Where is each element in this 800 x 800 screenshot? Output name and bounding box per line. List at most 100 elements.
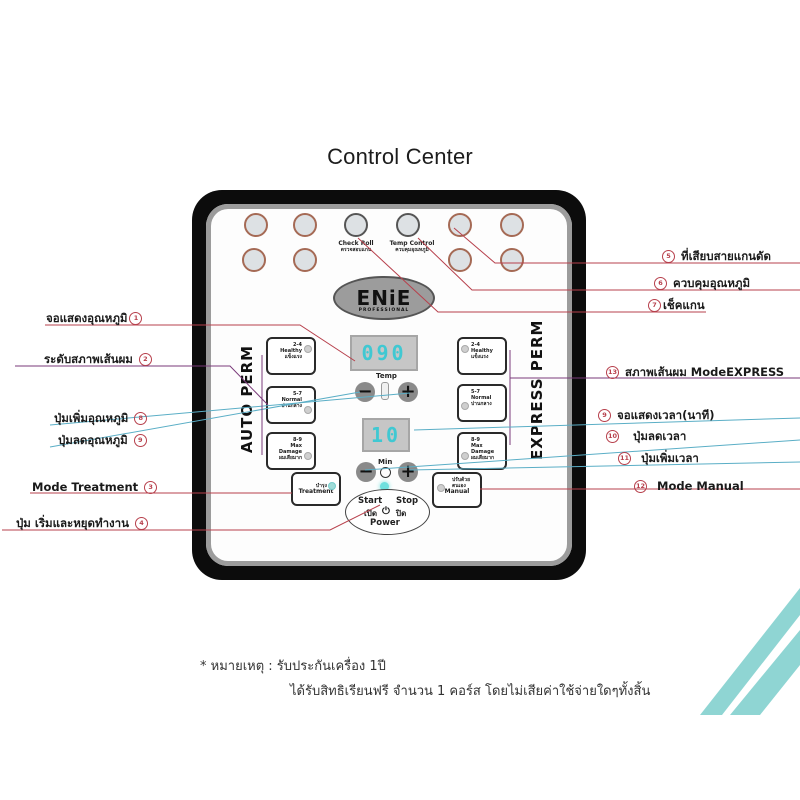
treatment-label-en: Treatment <box>298 488 334 495</box>
brand-name: ENiE <box>356 286 412 310</box>
indicator-led <box>304 406 312 414</box>
callout-number: 10 <box>606 430 619 443</box>
manual-button[interactable]: ปรับด้วย ตนเอง Manual <box>432 472 482 508</box>
check-roll-label-en: Check Roll <box>338 240 374 247</box>
callout-number: 1 <box>129 312 143 325</box>
temp-increase-button[interactable]: + <box>398 382 418 402</box>
callout-text: ปุ่ม เริ่มและหยุดทำงาน <box>16 516 129 530</box>
mode-name-th: แข็งแรง <box>471 354 489 360</box>
roller-port[interactable] <box>448 213 472 237</box>
callout-start-stop: ปุ่ม เริ่มและหยุดทำงาน 4 <box>16 515 150 533</box>
temp-display: 090 <box>350 335 418 371</box>
callout-number: 9 <box>133 434 147 447</box>
temp-label: Temp <box>376 372 397 380</box>
callout-text: ปุ่มเพิ่มเวลา <box>641 451 699 465</box>
mode-range: 5-7 <box>471 389 481 395</box>
check-roll-label: Check Roll ตรวจสอบแกน <box>330 240 382 254</box>
callout-number: 2 <box>138 353 152 366</box>
auto-perm-title: AUTO PERM <box>238 344 256 454</box>
express-mode-normal[interactable]: 5-7 Normal ปานกลาง <box>457 384 507 422</box>
time-decrease-button[interactable]: − <box>356 462 376 482</box>
roller-port[interactable] <box>242 248 266 272</box>
callout-text: สภาพเส้นผม ModeEXPRESS <box>625 365 785 379</box>
power-label: Power <box>370 518 400 528</box>
indicator-led <box>461 452 469 460</box>
callout-temp-decrease: ปุ่มลดอุณหภูมิ 9 <box>58 432 149 450</box>
temp-control-label-th: ควบคุมอุณหภูมิ <box>395 247 429 253</box>
callout-text: ปุ่มลดเวลา <box>633 429 687 443</box>
roller-port[interactable] <box>293 248 317 272</box>
callout-text: ปุ่มลดอุณหภูมิ <box>58 433 128 447</box>
mode-name-th: แข็งแรง <box>284 354 302 360</box>
temp-decrease-button[interactable]: − <box>355 382 375 402</box>
mode-name-en: Max Damage <box>471 443 495 455</box>
power-stop-label-th: ปิด <box>396 509 407 518</box>
roller-port[interactable] <box>293 213 317 237</box>
callout-text: ระดับสภาพเส้นผม <box>44 352 133 366</box>
callout-roller-ports: 5 ที่เสียบสายแกนดัด <box>660 248 771 266</box>
power-button[interactable]: Start Stop เปิด ⏻ ปิด Power <box>345 489 430 535</box>
check-roll-label-th: ตรวจสอบแกน <box>340 247 372 253</box>
callout-number: 4 <box>134 517 148 530</box>
callout-hair-level: ระดับสภาพเส้นผม 2 <box>44 351 154 369</box>
auto-mode-normal[interactable]: 5-7 Normal ปานกลาง <box>266 386 316 424</box>
manual-label-en: Manual <box>444 488 470 495</box>
callout-text: Mode Treatment <box>32 480 139 494</box>
callout-time-increase: 11 ปุ่มเพิ่มเวลา <box>616 450 699 468</box>
roller-port[interactable] <box>448 248 472 272</box>
power-icon: ⏻ <box>382 506 390 517</box>
callout-mode-manual: 12 Mode Manual <box>632 479 744 493</box>
mode-name-th: ผมเสียมาก <box>278 455 302 461</box>
express-mode-max-damage[interactable]: 8-9 Max Damage ผมเสียมาก <box>457 432 507 470</box>
time-display: 10 <box>362 418 410 452</box>
roller-port[interactable] <box>500 248 524 272</box>
minus-icon: − <box>357 381 373 402</box>
indicator-led <box>437 484 445 492</box>
callout-text: จอแสดงเวลา(นาที) <box>617 408 715 422</box>
clock-icon <box>380 467 391 478</box>
indicator-led <box>461 402 469 410</box>
power-indicator-led <box>380 482 389 491</box>
plus-icon: + <box>400 381 416 402</box>
treatment-label-th: บำรุง <box>315 483 327 489</box>
roller-port[interactable] <box>500 213 524 237</box>
check-roll-button[interactable] <box>344 213 368 237</box>
auto-mode-max-damage[interactable]: 8-9 Max Damage ผมเสียมาก <box>266 432 316 470</box>
callout-text: เช็คแกน <box>663 298 705 312</box>
callout-express-hair-level: 13 สภาพเส้นผม ModeEXPRESS <box>604 364 784 382</box>
temp-control-button[interactable] <box>396 213 420 237</box>
callout-number: 5 <box>662 250 675 263</box>
callout-text: ปุ่มเพิ่มอุณหภูมิ <box>54 411 129 425</box>
indicator-led <box>461 345 469 353</box>
callout-temp-display: จอแสดงอุณหภูมิ1 <box>46 310 144 328</box>
callout-temp-increase: ปุ่มเพิ่มอุณหภูมิ 8 <box>54 410 149 428</box>
brand-tagline: PROFESSIONAL <box>358 308 410 313</box>
page-title: Control Center <box>327 144 473 169</box>
express-perm-title: EXPRESS PERM <box>528 319 546 460</box>
indicator-led <box>304 345 312 353</box>
brand-logo: ENiE PROFESSIONAL <box>333 276 435 320</box>
callout-number: 3 <box>144 481 158 494</box>
treatment-button[interactable]: บำรุง Treatment <box>291 472 341 506</box>
callout-number: 13 <box>606 366 619 379</box>
manual-label-th2: ตนเอง <box>452 483 466 489</box>
minus-icon: − <box>358 461 374 482</box>
indicator-led <box>304 452 312 460</box>
callout-number: 12 <box>634 480 647 493</box>
auto-mode-healthy[interactable]: 2-4 Healthy แข็งแรง <box>266 337 316 375</box>
callout-text: ที่เสียบสายแกนดัด <box>681 249 771 263</box>
manual-label-th1: ปรับด้วย <box>452 477 471 483</box>
time-label: Min <box>378 458 393 466</box>
express-mode-healthy[interactable]: 2-4 Healthy แข็งแรง <box>457 337 507 375</box>
thermometer-icon <box>381 382 389 400</box>
callout-text: จอแสดงอุณหภูมิ <box>46 311 128 325</box>
callout-number: 8 <box>134 412 148 425</box>
time-increase-button[interactable]: + <box>398 462 418 482</box>
roller-port[interactable] <box>244 213 268 237</box>
mode-range: 2-4 <box>471 342 481 348</box>
callout-number: 6 <box>654 277 667 290</box>
mode-name-en: Healthy <box>471 348 493 354</box>
indicator-led <box>328 482 336 490</box>
power-stop-label: Stop <box>396 496 419 506</box>
